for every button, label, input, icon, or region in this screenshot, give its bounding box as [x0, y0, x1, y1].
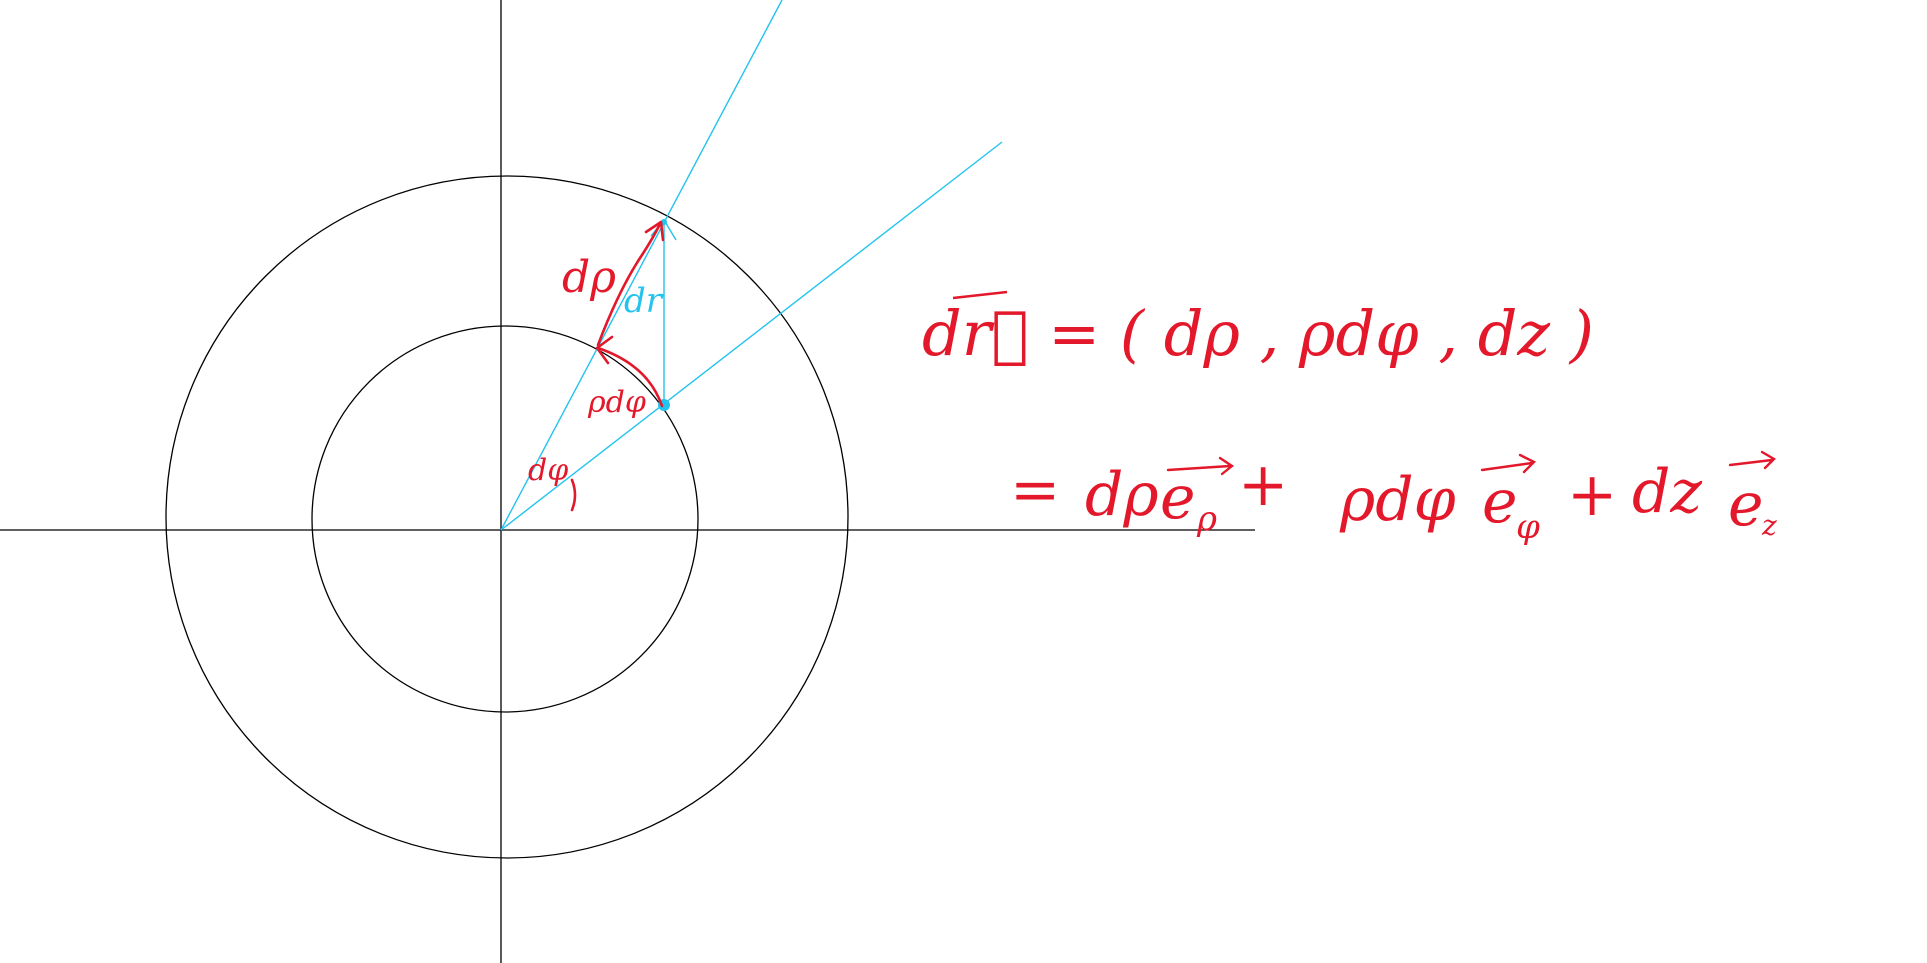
vector-arrow-e-phi	[1480, 453, 1537, 474]
label-dr: dr	[624, 281, 664, 321]
eq2-term-rho-dphi: ρdφ	[1339, 465, 1456, 535]
eq2-unit-e-phi: e	[1482, 467, 1518, 537]
eq2-unit-e-rho: e	[1160, 463, 1196, 533]
ray-phi-plus-dphi	[500, 0, 783, 531]
eq2-plus-1: +	[1238, 450, 1288, 520]
label-dphi: dφ	[528, 453, 568, 488]
arrow-drho-arrowhead	[644, 220, 665, 242]
eq2-equals: =	[1010, 455, 1060, 525]
arrow-drho	[596, 222, 662, 347]
eq2-unit-e-z: e	[1728, 470, 1764, 540]
label-drho: dρ	[562, 252, 616, 303]
vector-arrow-e-z	[1728, 450, 1776, 470]
vector-arrow-r	[952, 290, 1008, 300]
eq2-plus-2: +	[1567, 460, 1617, 530]
eq2-sub-z: z	[1761, 509, 1777, 542]
label-rho-dphi: ρdφ	[587, 385, 646, 420]
outer-circle	[165, 175, 849, 859]
eq2-term-dz: dz	[1632, 457, 1702, 527]
eq2-sub-phi: φ	[1516, 507, 1540, 547]
angle-dphi-arc	[570, 478, 577, 512]
point-end	[661, 219, 667, 225]
ray-phi	[500, 141, 1003, 531]
eq2-sub-rho: ρ	[1196, 499, 1217, 539]
arc-rho-dphi-arrowhead	[595, 335, 614, 365]
equation-line-1: dr⃗ = ( dρ , ρdφ , dz )	[922, 297, 1594, 370]
vector-arrow-e-rho	[1166, 456, 1235, 476]
arc-rho-dphi	[596, 346, 664, 408]
eq2-term-drho: dρ	[1085, 460, 1159, 530]
equation-line-2: = dρ e ρ + ρdφ e φ + dz e z	[1010, 450, 1777, 547]
inner-circle	[311, 325, 699, 713]
